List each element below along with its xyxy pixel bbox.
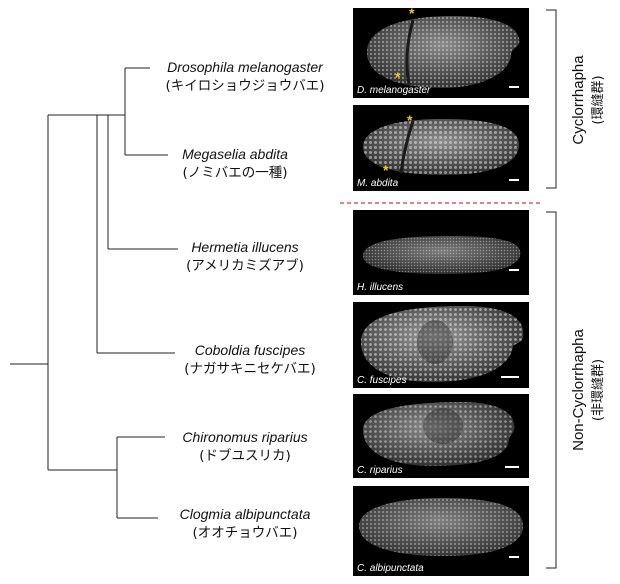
star-marker: * xyxy=(395,69,401,85)
species-japanese-name: (オオチョウバエ) xyxy=(192,525,298,541)
species-scientific-name: Hermetia illucens xyxy=(191,239,299,255)
species-japanese-name: (キイロショウジョウバエ) xyxy=(165,78,325,94)
panel-label: H. illucens xyxy=(357,282,404,293)
species-label-chironomus: Chironomus riparius (ドブユスリカ) xyxy=(155,428,335,466)
species-label-hermetia: Hermetia illucens (アメリカミズアブ) xyxy=(160,238,330,276)
embryo-panel-coboldia: C. fuscipes xyxy=(353,302,529,388)
embryo-panel-drosophila: * * D. melanogaster xyxy=(353,8,529,98)
group-japanese-name: (環縫群) xyxy=(591,75,606,125)
species-scientific-name: Coboldia fuscipes xyxy=(194,342,306,358)
embryo-panel-hermetia: H. illucens xyxy=(353,210,529,295)
species-japanese-name: (ノミバエの一種) xyxy=(182,165,288,181)
species-scientific-name: Megaselia abdita xyxy=(182,146,288,162)
star-marker: * xyxy=(407,112,413,128)
star-marker: * xyxy=(383,162,389,178)
species-japanese-name: (ドブユスリカ) xyxy=(199,448,291,464)
species-japanese-name: (ナガサキニセケバエ) xyxy=(184,361,316,377)
group-japanese-name: (非環縫群) xyxy=(591,358,606,422)
panel-label: M. abdita xyxy=(357,178,399,189)
scale-bar xyxy=(501,376,519,378)
embryo-image xyxy=(363,236,521,274)
group-label-cyclorrhapha: Cyclorrhapha (環縫群) xyxy=(570,40,610,160)
scale-bar xyxy=(505,466,519,468)
panel-label: C. fuscipes xyxy=(357,375,407,386)
species-label-drosophila: Drosophila melanogaster (キイロショウジョウバエ) xyxy=(150,58,340,96)
species-scientific-name: Chironomus riparius xyxy=(182,429,308,445)
panel-label: D. melanogaster xyxy=(357,85,431,96)
species-scientific-name: Drosophila melanogaster xyxy=(167,59,323,75)
embryo-image xyxy=(361,306,524,382)
embryo-image xyxy=(367,16,520,88)
star-marker: * xyxy=(409,8,415,21)
group-label-non-cyclorrhapha: Non-Cyclorrhapha (非環縫群) xyxy=(570,305,610,475)
embryo-image xyxy=(363,402,515,466)
embryo-panel-clogmia: C. albipunctata xyxy=(353,486,529,576)
species-japanese-name: (アメリカミズアブ) xyxy=(186,258,304,274)
cyclorrhapha-bracket xyxy=(546,9,557,189)
scale-bar xyxy=(509,556,519,558)
embryo-panel-chironomus: C. riparius xyxy=(353,394,529,478)
group-name: Non-Cyclorrhapha xyxy=(570,329,587,451)
scale-bar xyxy=(509,179,519,181)
scale-bar xyxy=(509,269,519,271)
scale-bar xyxy=(509,86,519,88)
species-label-megaselia: Megaselia abdita (ノミバエの一種) xyxy=(150,145,320,183)
embryo-image xyxy=(359,498,523,556)
group-name: Cyclorrhapha xyxy=(570,55,587,145)
species-label-clogmia: Clogmia albipunctata (オオチョウバエ) xyxy=(150,505,340,543)
species-scientific-name: Clogmia albipunctata xyxy=(179,506,311,522)
embryo-panel-megaselia: * * M. abdita xyxy=(353,105,529,191)
non-cyclorrhapha-bracket xyxy=(546,211,557,569)
panel-label: C. riparius xyxy=(357,465,403,476)
panel-label: C. albipunctata xyxy=(357,563,424,574)
species-label-coboldia: Coboldia fuscipes (ナガサキニセケバエ) xyxy=(160,341,340,379)
embryo-image xyxy=(363,119,519,175)
